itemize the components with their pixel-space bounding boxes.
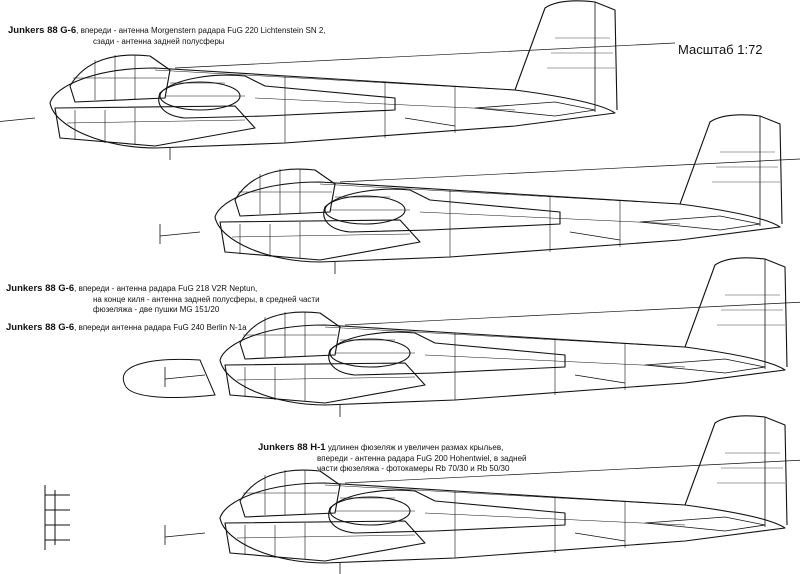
scale-label: Масштаб 1:72 [678, 42, 763, 57]
radome-nose [122, 358, 216, 399]
variant-caption: Junkers 88 G-6, впереди - антенна Morgen… [8, 25, 326, 46]
profile-g6-lichtenstein [0, 0, 676, 161]
variant-name: Junkers 88 G-6 [6, 322, 75, 333]
variant-caption: Junkers 88 G-6, впереди антенна радара F… [6, 322, 247, 333]
variant-name: Junkers 88 G-6 [6, 283, 75, 294]
variant-name: Junkers 88 G-6 [8, 25, 77, 36]
profile-g6-neptun [159, 114, 800, 275]
variant-caption: Junkers 88 G-6, впереди - антенна радара… [6, 283, 320, 314]
profile-g6-berlin [164, 257, 800, 418]
profile-h1-hohentwiel [164, 415, 800, 574]
variant-name: Junkers 88 H-1 [258, 442, 326, 453]
variant-caption: Junkers 88 H-1 удлинен фюзеляж и увеличе… [258, 442, 527, 473]
antenna-array [44, 485, 70, 550]
